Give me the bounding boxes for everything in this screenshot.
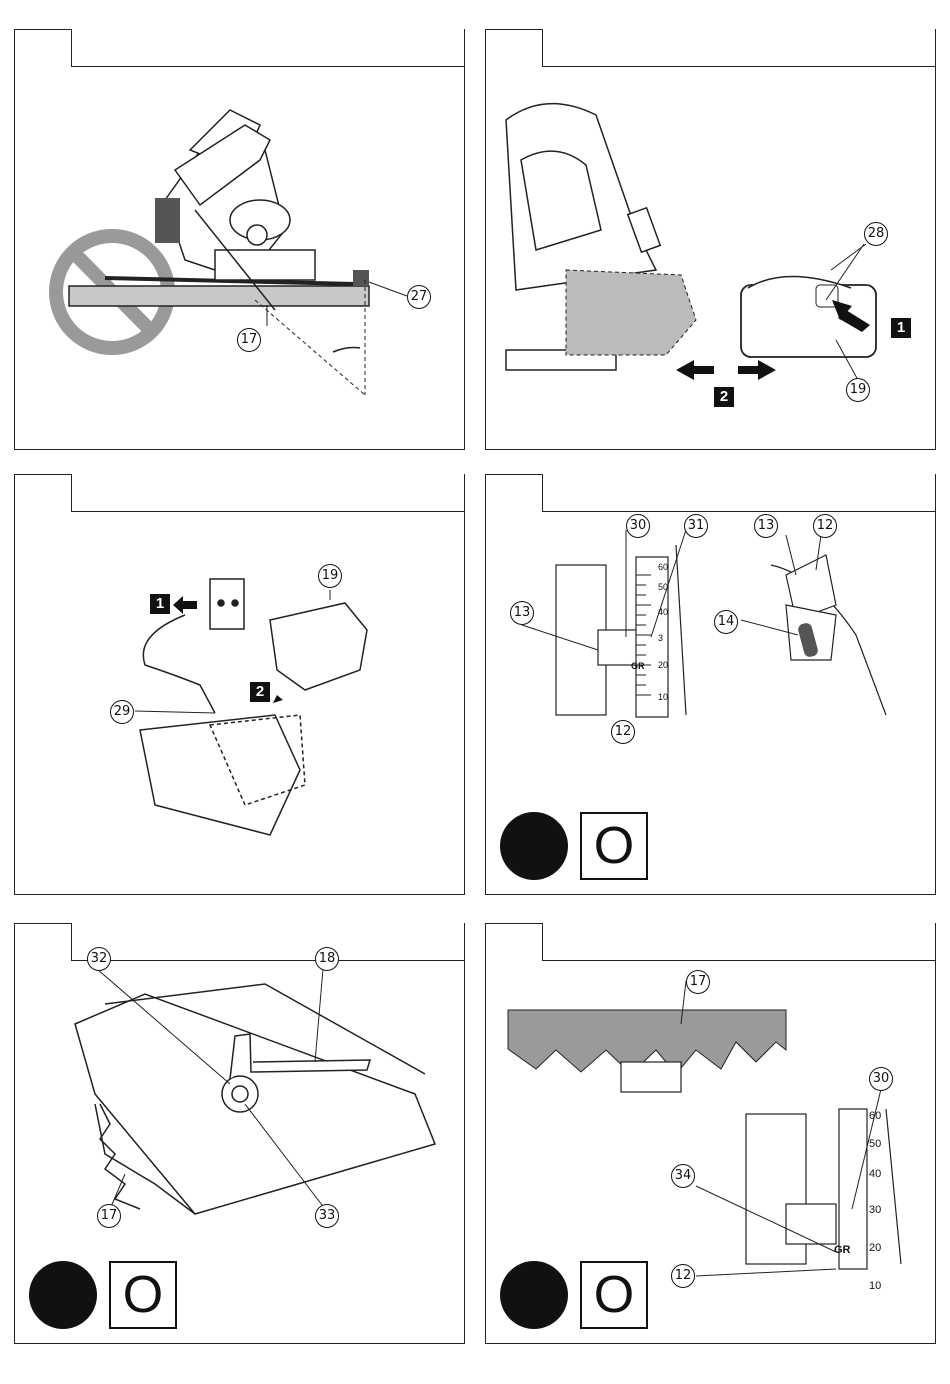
scale-tick-label: 10: [869, 1280, 881, 1292]
battery-remove-icon: [500, 812, 568, 880]
part-label: 14: [714, 610, 738, 634]
step-badge: 1: [150, 594, 170, 614]
panel-3: 19 29 1 2: [14, 474, 465, 895]
charger-illustration: [15, 475, 466, 896]
part-label: 18: [315, 947, 339, 971]
part-label: 27: [407, 285, 431, 309]
scale-tick-label: 10: [658, 692, 668, 702]
scale-tick-label: 60: [869, 1110, 881, 1122]
scale-tick-label: 3: [658, 633, 663, 643]
panel-4: 30 31 13 12 13 12 14 60 50 40 3 20 10 GR…: [485, 474, 936, 895]
part-label: 17: [97, 1204, 121, 1228]
scale-tick-label: 20: [658, 660, 668, 670]
saw-bevel-illustration: [15, 30, 466, 451]
step-badge: 1: [891, 318, 911, 338]
part-label: 34: [671, 1164, 695, 1188]
part-label: 12: [611, 720, 635, 744]
part-label: 28: [864, 222, 888, 246]
scale-tick-label: 20: [869, 1242, 881, 1254]
panel-6: 17 30 34 12 60 50 40 30 20 10 GR O: [485, 923, 936, 1344]
part-label: 30: [869, 1067, 893, 1091]
panel-1: 27 17: [14, 29, 465, 450]
part-label: 31: [684, 514, 708, 538]
part-label: 19: [318, 564, 342, 588]
status-box: O: [580, 812, 648, 880]
part-label: 17: [237, 328, 261, 352]
scale-tick-label: 50: [869, 1138, 881, 1150]
part-label: 32: [87, 947, 111, 971]
part-label: 12: [813, 514, 837, 538]
part-label: 12: [671, 1264, 695, 1288]
scale-tick-label: 30: [869, 1204, 881, 1216]
scale-tick-label: 60: [658, 562, 668, 572]
step-badge: 2: [714, 387, 734, 407]
panel-2: 28 19 1 2: [485, 29, 936, 450]
status-box: O: [109, 1261, 177, 1329]
part-label: 33: [315, 1204, 339, 1228]
part-label: 13: [754, 514, 778, 538]
scale-tick-label: 40: [869, 1168, 881, 1180]
status-box: O: [580, 1261, 648, 1329]
scale-tick-label: 40: [658, 607, 668, 617]
part-label: 30: [626, 514, 650, 538]
part-label: 17: [686, 970, 710, 994]
battery-remove-icon: [29, 1261, 97, 1329]
step-badge: 2: [250, 682, 270, 702]
battery-remove-icon: [500, 1261, 568, 1329]
scale-tick-label: 50: [658, 582, 668, 592]
scale-mark: GR: [834, 1244, 851, 1256]
scale-mark: GR: [631, 661, 645, 671]
part-label: 19: [846, 378, 870, 402]
part-label: 13: [510, 601, 534, 625]
panel-5: 32 18 17 33 O: [14, 923, 465, 1344]
part-label: 29: [110, 700, 134, 724]
